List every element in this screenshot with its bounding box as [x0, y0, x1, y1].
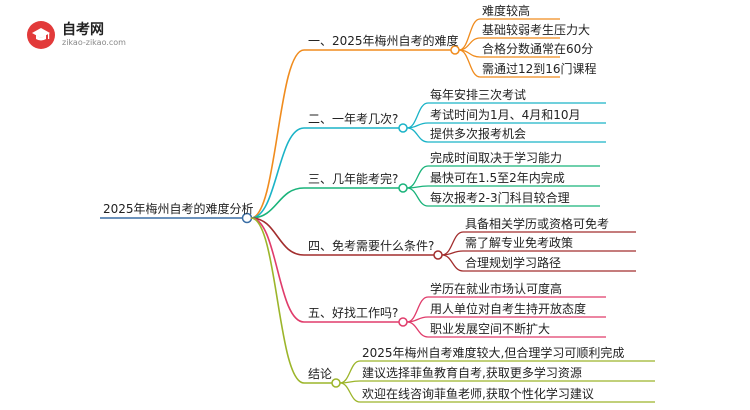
branch-label: 结论 — [308, 367, 333, 381]
leaf-connector — [406, 321, 429, 338]
branch-label: 四、免考需要什么条件? — [308, 239, 435, 253]
leaf-connector — [458, 49, 481, 78]
leaf-label: 需通过12到16门课程 — [482, 62, 597, 76]
leaf-connector — [406, 316, 429, 323]
leaf-label: 提供多次报考机会 — [430, 127, 527, 141]
leaf-label: 需了解专业免考政策 — [465, 236, 574, 250]
leaf-label: 完成时间取决于学习能力 — [430, 151, 563, 165]
branch-connector — [250, 187, 305, 219]
leaf-connector — [406, 102, 429, 129]
leaf-label: 建议选择菲鱼教育自考,获取更多学习资源 — [362, 366, 582, 380]
leaf-connector — [406, 165, 429, 189]
branch-label: 一、2025年梅州自考的难度 — [308, 34, 459, 48]
logo-title: 自考网 — [62, 22, 104, 38]
leaf-label: 每年安排三次考试 — [430, 88, 527, 102]
branch-connector — [250, 49, 305, 219]
branch-label: 二、一年考几次? — [308, 112, 399, 126]
leaf-connector — [458, 18, 481, 51]
site-logo[interactable]: 自考网 zikao-zikao.com — [14, 16, 154, 56]
root-topic-label: 2025年梅州自考的难度分析 — [103, 202, 254, 216]
leaf-connector — [406, 122, 429, 129]
branch-node — [433, 250, 443, 260]
branch-node — [398, 317, 408, 327]
leaf-label: 合理规划学习路径 — [465, 256, 562, 270]
branch-node — [398, 183, 408, 193]
leaf-label: 考试时间为1月、4月和10月 — [430, 108, 581, 122]
leaf-label: 欢迎在线咨询菲鱼老师,获取个性化学习建议 — [362, 387, 594, 401]
leaf-label: 基础较弱考生压力大 — [482, 23, 591, 37]
leaf-label: 用人单位对自考生持开放态度 — [430, 302, 587, 316]
leaf-connector — [339, 382, 361, 403]
branch-node — [398, 123, 408, 133]
leaf-label: 具备相关学历或资格可免考 — [465, 217, 610, 231]
leaf-label: 合格分数通常在60分 — [482, 42, 594, 56]
leaf-label: 2025年梅州自考难度较大,但合理学习可顺利完成 — [362, 346, 625, 360]
leaf-connector — [441, 250, 464, 256]
graduation-cap-icon — [27, 21, 55, 49]
leaf-connector — [339, 360, 361, 384]
leaf-connector — [406, 127, 429, 143]
leaf-connector — [406, 296, 429, 323]
leaf-label: 每次报考2-3门科目较合理 — [430, 191, 570, 205]
leaf-label: 最快可在1.5至2年内完成 — [430, 171, 565, 185]
branch-node — [331, 378, 341, 388]
branch-connector — [250, 127, 305, 219]
branch-connector — [250, 217, 305, 323]
leaf-label: 学历在就业市场认可度高 — [430, 282, 563, 296]
branch-connector — [250, 217, 305, 384]
branch-label: 五、好找工作吗? — [308, 306, 399, 320]
leaf-label: 职业发展空间不断扩大 — [430, 322, 551, 336]
leaf-connector — [441, 254, 464, 272]
logo-url: zikao-zikao.com — [62, 38, 126, 47]
leaf-connector — [406, 187, 429, 207]
leaf-label: 难度较高 — [482, 4, 531, 18]
branch-label: 三、几年能考完? — [308, 172, 399, 186]
branch-connector — [250, 217, 305, 256]
